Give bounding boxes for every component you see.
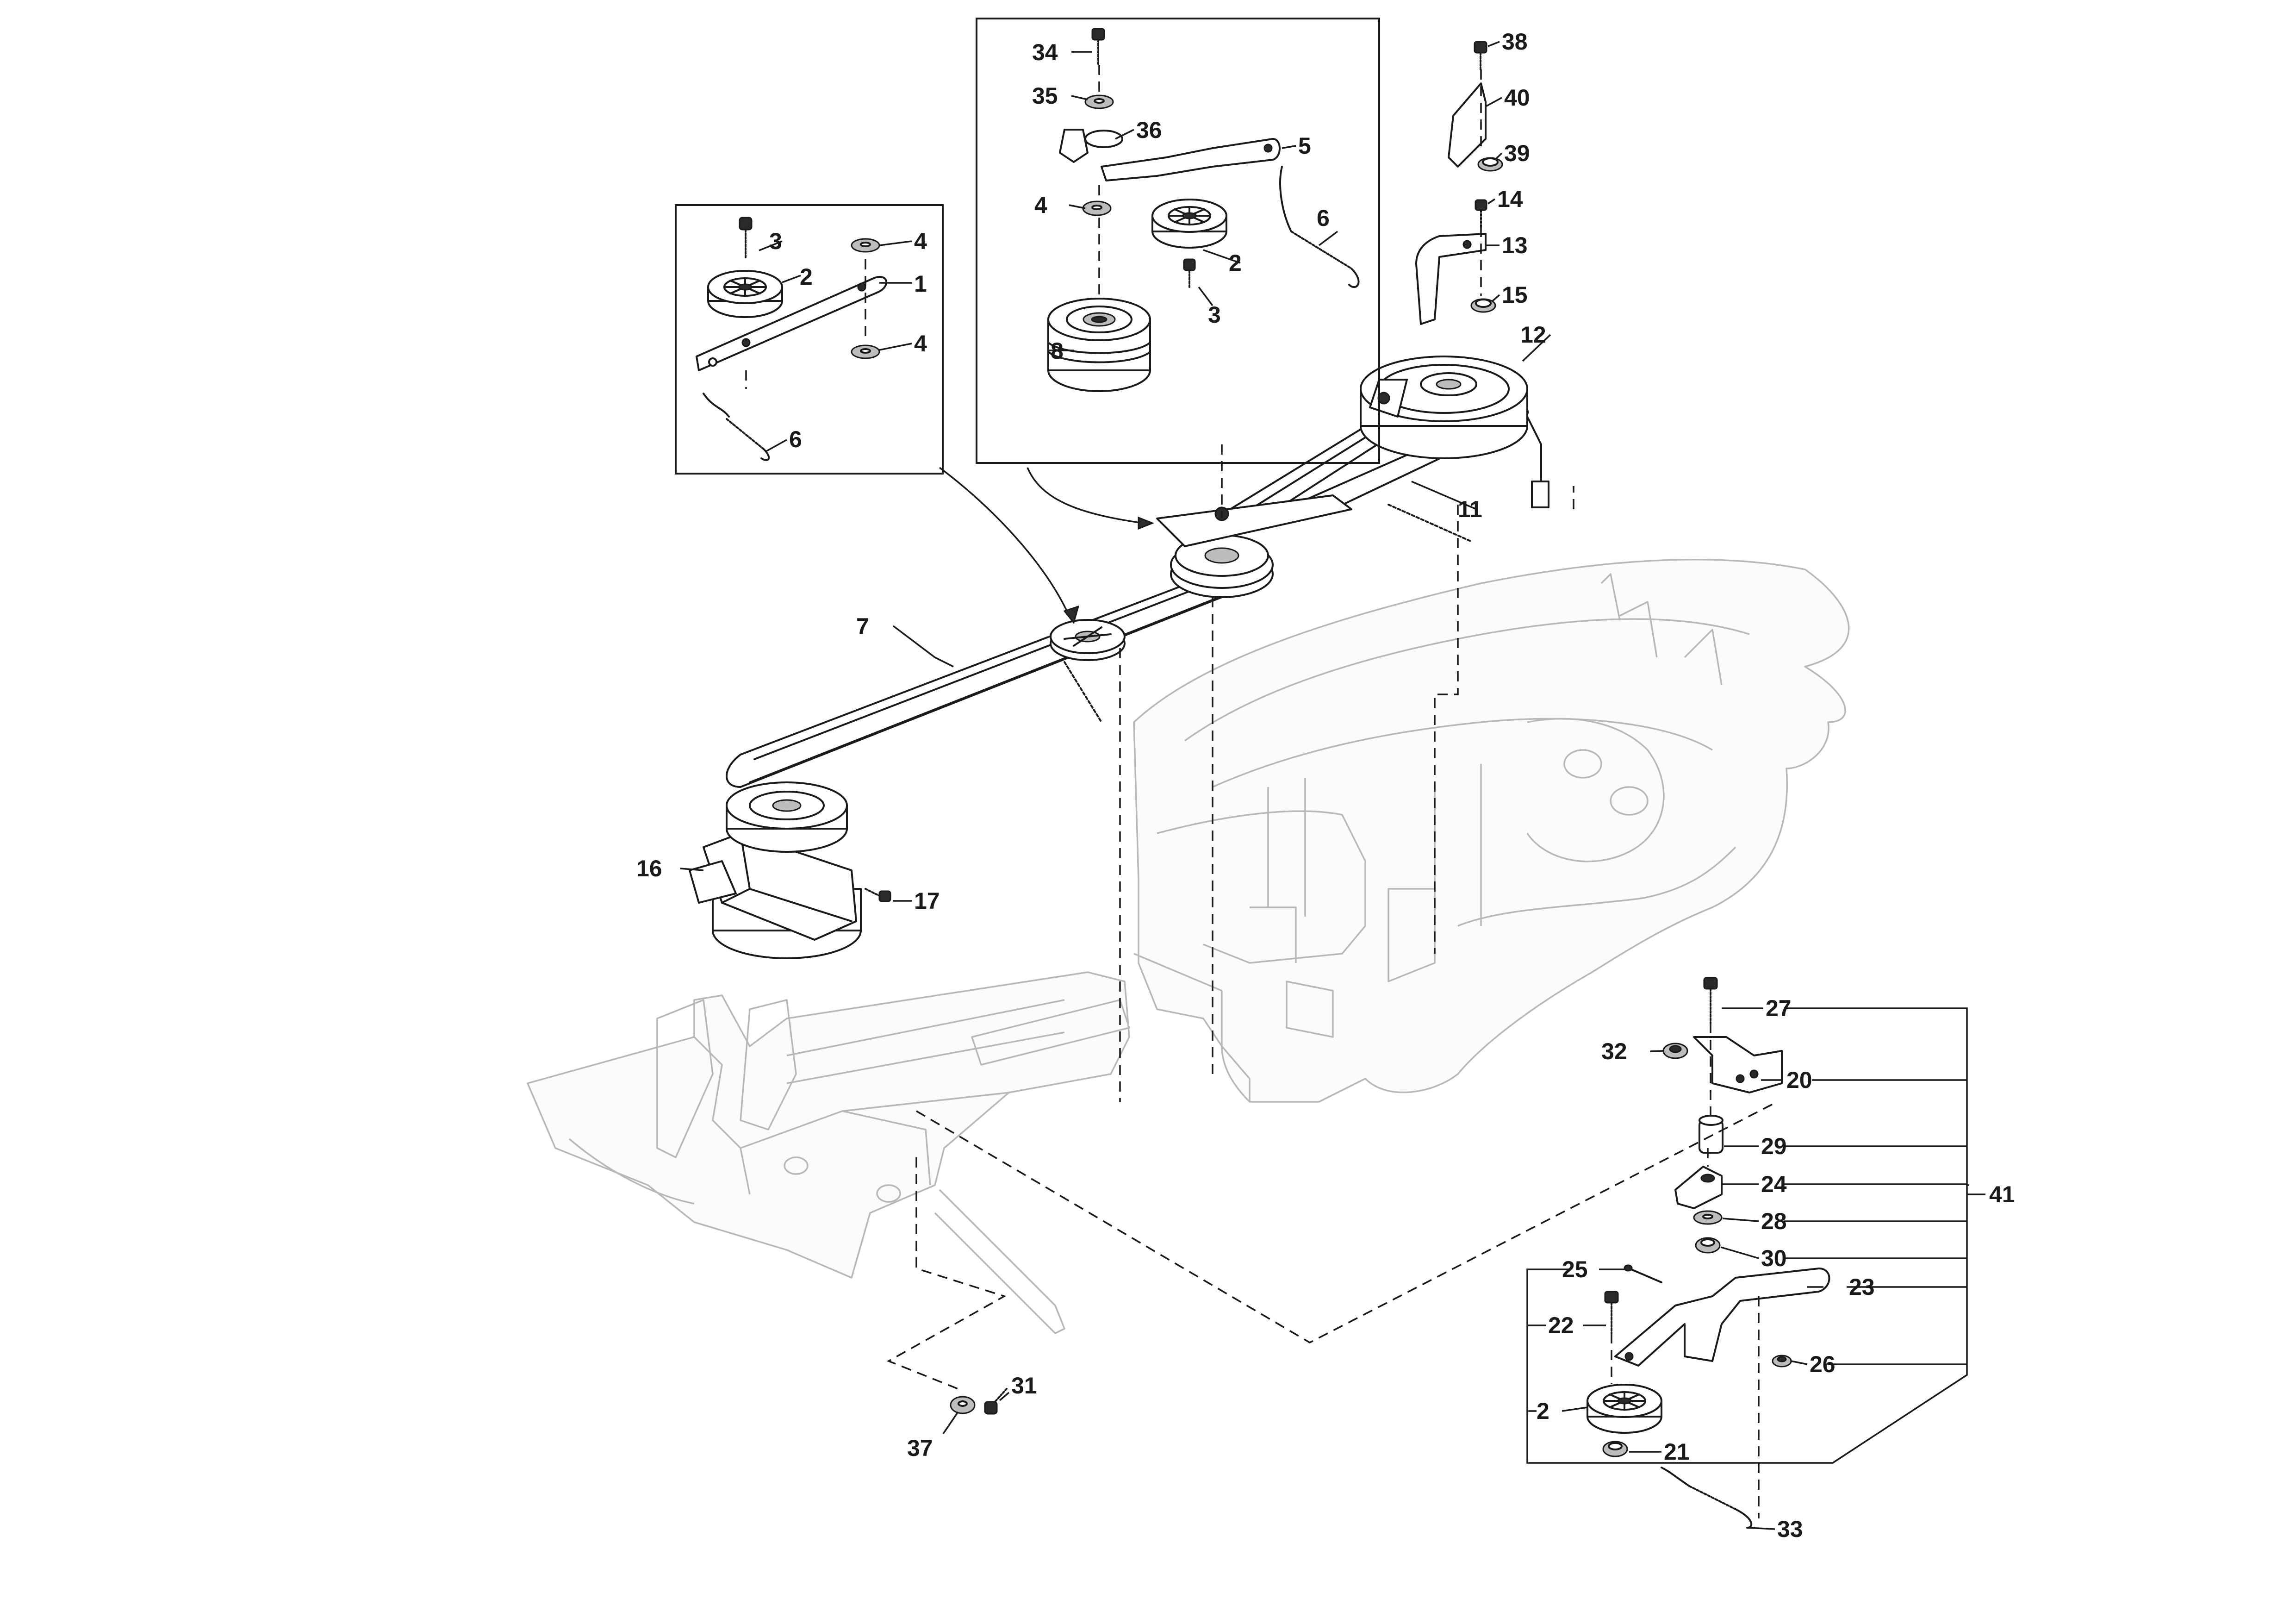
callout-35: 35 [1032,83,1058,109]
callout-2: 2 [1537,1398,1549,1424]
callout-4: 4 [914,331,927,356]
callout-12: 12 [1520,322,1546,348]
washer-37 [950,1396,976,1414]
idler-pulley-left [707,270,783,318]
bolt-34 [1091,28,1105,66]
bolt-3-center [1183,258,1196,288]
callout-2: 2 [800,264,813,290]
bolt-14 [1475,199,1487,228]
nut-39 [1477,157,1503,172]
washer-4-center [1082,200,1112,216]
pin-25 [1624,1264,1662,1283]
detail-box-center [976,18,1380,464]
idler-pulley-assembly-upper [1156,494,1352,598]
callout-6: 6 [1317,205,1330,231]
callout-39: 39 [1504,140,1530,166]
callout-26: 26 [1810,1351,1836,1377]
arrow-center-box [1027,467,1144,524]
double-pulley-8 [1047,298,1151,392]
detail-box-left [675,204,944,475]
callout-22: 22 [1548,1312,1574,1338]
idler-pulley-lower [1050,619,1126,661]
callout-7: 7 [856,613,869,639]
spring-left [703,393,770,461]
callout-30: 30 [1761,1245,1787,1271]
belt-tension-spring-right [1388,504,1473,543]
nut-32 [1662,1043,1688,1059]
callout-13: 13 [1502,232,1528,258]
assembly-lines-left [745,259,866,389]
arrow-left-box [939,467,1070,616]
electric-clutch [1360,356,1549,508]
callout-40: 40 [1504,85,1530,111]
bolt-22 [1604,1291,1619,1334]
gearbox-pulley-16 [689,781,862,959]
callout-31: 31 [1011,1373,1037,1399]
bracket-36 [1059,129,1123,163]
nut-30 [1695,1237,1721,1254]
callout-25: 25 [1562,1256,1588,1282]
shield-plate-40 [1448,82,1487,168]
spring-6-center [1279,166,1360,288]
spring-33 [1661,1467,1753,1529]
idler-pulley-2-center [1151,199,1227,249]
washer-35 [1084,94,1114,109]
pivot-24 [1674,1166,1723,1209]
assembly-guide-lines [886,444,1778,1390]
callout-16: 16 [636,856,662,881]
spacer-29 [1699,1115,1724,1154]
callout-labels: 1 2 3 4 4 6 34 35 36 5 4 6 2 3 8 38 40 3… [636,29,2015,1542]
washer-top-left [851,238,880,253]
deck-housing-ghost [1133,558,1850,1103]
callout-14: 14 [1497,186,1523,212]
callout-23: 23 [1849,1274,1875,1300]
idler-arm-5 [1101,138,1281,181]
nut-15 [1470,298,1496,313]
callout-27: 27 [1766,995,1792,1021]
washer-bottom-left [851,344,880,359]
bolt-17 [865,888,891,902]
callout-5: 5 [1298,133,1311,159]
callout-37: 37 [907,1435,933,1461]
assembly-lines-right-lower [1611,1023,1760,1518]
leader-lines [680,41,1985,1530]
callout-21: 21 [1664,1439,1690,1465]
idler-arm-23 [1614,1268,1830,1367]
callout-32: 32 [1601,1038,1627,1064]
callout-41: 41 [1989,1181,2015,1207]
callout-4: 4 [1034,192,1047,218]
idler-pulley-2-lower [1587,1384,1662,1434]
callout-33: 33 [1777,1516,1803,1542]
nut-21 [1602,1441,1628,1457]
callout-36: 36 [1136,117,1162,143]
callout-38: 38 [1502,29,1528,55]
callout-15: 15 [1502,282,1528,308]
bolt-38 [1474,41,1487,70]
callout-20: 20 [1786,1067,1812,1093]
bolt-31 [984,1388,1008,1415]
callout-1: 1 [914,271,927,297]
callout-6: 6 [789,426,802,452]
nut-26 [1772,1355,1792,1368]
callout-29: 29 [1761,1133,1787,1159]
callout-28: 28 [1761,1208,1787,1234]
callout-17: 17 [914,888,940,914]
callout-34: 34 [1032,39,1058,65]
callout-24: 24 [1761,1171,1787,1197]
callout-8: 8 [1051,338,1064,364]
callout-4: 4 [914,228,927,254]
callout-11: 11 [1458,496,1482,522]
callout-2: 2 [1229,250,1242,276]
bracket-13 [1415,233,1487,325]
bolt-left [739,217,753,260]
bolt-27 [1703,977,1718,1024]
callout-3: 3 [1208,302,1221,328]
callout-3: 3 [769,228,782,254]
washer-28 [1693,1210,1723,1225]
belt-tension-spring-lower [1064,661,1102,723]
chassis-frame-ghost [527,953,1251,1334]
bracket-20 [1693,1036,1783,1093]
